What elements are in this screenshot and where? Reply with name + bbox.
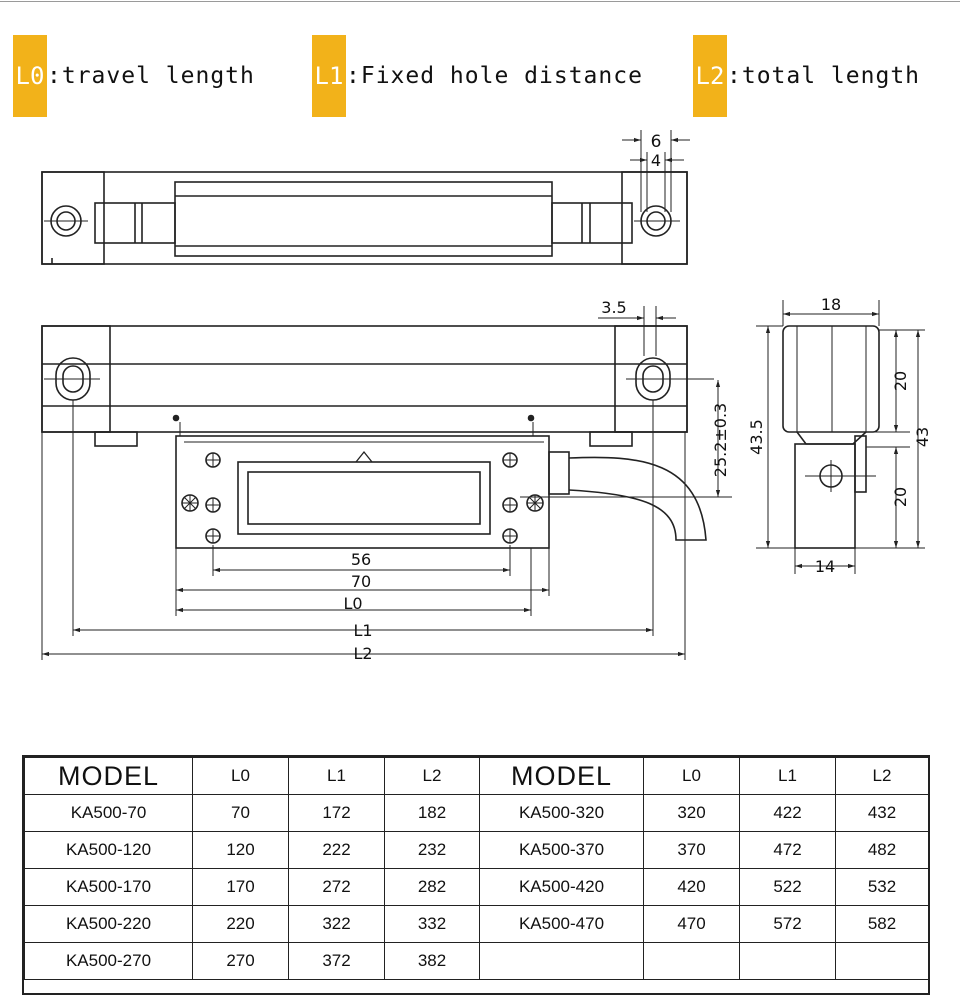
header-l0: L0 [643,757,740,795]
cell-l2: 382 [384,942,480,980]
cell-model: KA500-320 [479,794,644,832]
table-row: KA500-220 220 322 332 [24,905,480,943]
technical-drawing: 6 4 3.5 25.2±0.3 56 70 L0 L1 L2 18 43.5 … [41,130,932,663]
cell-l1: 272 [288,868,385,906]
cell-l1: 472 [739,831,836,869]
cell-l1: 222 [288,831,385,869]
dim-l2: L2 [353,644,372,663]
dim-3-5: 3.5 [601,298,626,317]
dim-43-5: 43.5 [747,419,766,455]
header-l1: L1 [739,757,836,795]
cell-l1: 422 [739,794,836,832]
header-model: MODEL [479,757,644,795]
legend-l0-badge: L0 [13,35,47,117]
table-row: KA500-470 470 572 582 [479,905,929,943]
header-l0: L0 [192,757,289,795]
table-row: KA500-70 70 172 182 [24,794,480,832]
cell-model: KA500-470 [479,905,644,943]
cell-l0: 370 [643,831,740,869]
header-l2: L2 [835,757,929,795]
cell-l0: 70 [192,794,289,832]
cell-l2: 432 [835,794,929,832]
legend-l1-text: :Fixed hole distance [346,63,643,89]
cell-model: KA500-70 [24,794,193,832]
cell-l2: 232 [384,831,480,869]
front-view [41,306,732,660]
legend-l1: L1 :Fixed hole distance [312,35,643,117]
dim-4: 4 [651,151,661,170]
header-model: MODEL [24,757,193,795]
cell-l0: 420 [643,868,740,906]
cell-l1: 522 [739,868,836,906]
cell-model: KA500-370 [479,831,644,869]
cell-l2: 332 [384,905,480,943]
dim-6: 6 [651,132,662,152]
dim-18: 18 [821,295,841,314]
cell-empty [739,942,836,980]
cell-l1: 372 [288,942,385,980]
table-header-row: MODEL L0 L1 L2 [479,757,929,795]
legend-l2-text: :total length [727,63,921,89]
legend-l0-text: :travel length [47,63,255,89]
cell-l0: 270 [192,942,289,980]
table-row: KA500-320 320 422 432 [479,794,929,832]
table-row: KA500-420 420 522 532 [479,868,929,906]
cell-empty [835,942,929,980]
cell-l2: 282 [384,868,480,906]
dim-43: 43 [913,427,932,447]
dim-l1: L1 [353,621,372,640]
cell-l1: 322 [288,905,385,943]
cell-l2: 532 [835,868,929,906]
dim-20-bottom: 20 [891,487,910,507]
top-rule [0,1,960,2]
side-view [756,300,925,574]
dim-25-2: 25.2±0.3 [711,403,730,477]
table-row: KA500-370 370 472 482 [479,831,929,869]
cell-l2: 582 [835,905,929,943]
cell-l1: 172 [288,794,385,832]
dim-56: 56 [351,550,371,569]
cell-l0: 220 [192,905,289,943]
cell-l0: 170 [192,868,289,906]
dim-l0: L0 [343,594,362,613]
table-row-empty [479,942,929,980]
table-row: KA500-120 120 222 232 [24,831,480,869]
cell-model: KA500-270 [24,942,193,980]
cell-l1: 572 [739,905,836,943]
dim-14: 14 [815,557,835,576]
top-view [41,130,690,265]
cell-model: KA500-170 [24,868,193,906]
cell-model: KA500-420 [479,868,644,906]
header-l1: L1 [288,757,385,795]
table-row: KA500-270 270 372 382 [24,942,480,980]
cell-l0: 320 [643,794,740,832]
table-header-row: MODEL L0 L1 L2 [24,757,480,795]
dim-20-top: 20 [891,371,910,391]
legend-l2: L2 :total length [693,35,920,117]
cell-empty [479,942,644,980]
model-table-right: MODEL L0 L1 L2 KA500-320 320 422 432 KA5… [479,757,929,980]
legend-l2-badge: L2 [693,35,727,117]
cell-l2: 482 [835,831,929,869]
model-table-left: MODEL L0 L1 L2 KA500-70 70 172 182 KA500… [24,757,480,980]
legend-l1-badge: L1 [312,35,346,117]
cell-l0: 470 [643,905,740,943]
cell-l0: 120 [192,831,289,869]
cell-model: KA500-220 [24,905,193,943]
cell-empty [643,942,740,980]
dim-70: 70 [351,572,371,591]
legend-l0: L0 :travel length [13,35,255,117]
table-row: KA500-170 170 272 282 [24,868,480,906]
cell-model: KA500-120 [24,831,193,869]
header-l2: L2 [384,757,480,795]
cell-l2: 182 [384,794,480,832]
